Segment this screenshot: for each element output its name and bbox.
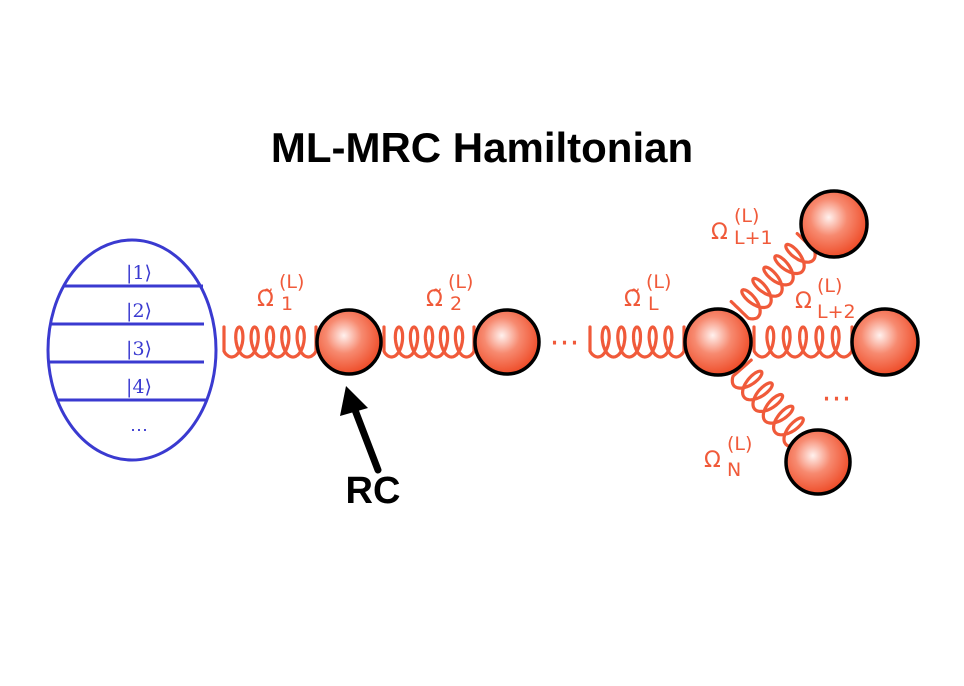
spring-modeL	[588, 325, 686, 359]
coupling-symbol: Ω	[795, 289, 812, 314]
rc-arrow	[340, 386, 382, 474]
rc-ball	[315, 308, 383, 376]
coupling-label-L-plus-1: Ω (L) L+1	[711, 205, 773, 249]
coupling-label-N: Ω (L) N	[704, 433, 752, 481]
coupling-superscript: (L)	[817, 275, 842, 297]
mode-ball-L-plus-1	[799, 189, 869, 259]
spring-branch-middle	[752, 325, 854, 359]
coupling-symbol: Ω̃	[257, 287, 274, 312]
coupling-subscript: L+1	[734, 227, 773, 249]
coupling-symbol: Ω	[711, 220, 728, 245]
spring-rc-mode2	[382, 325, 476, 359]
coupling-label-2: Ω̃ (L) 2	[426, 271, 473, 315]
mode-ball-2	[473, 308, 541, 376]
coupling-superscript: (L)	[646, 271, 671, 293]
level-label-1: |1⟩	[126, 262, 152, 284]
rc-label: RC	[346, 470, 401, 512]
coupling-label-1: Ω̃ (L) 1	[257, 271, 304, 315]
coupling-subscript: L+2	[817, 301, 856, 323]
level-label-2: |2⟩	[126, 300, 152, 322]
mode-ball-L-plus-2	[850, 307, 920, 377]
spring-branch-upper	[729, 232, 817, 321]
spring-system-rc	[222, 325, 318, 359]
coupling-superscript: (L)	[734, 205, 759, 227]
bath-modes	[315, 189, 920, 496]
coupling-symbol: Ω̃	[624, 287, 641, 312]
spring-branch-lower	[730, 358, 815, 448]
coupling-superscript: (L)	[279, 271, 304, 293]
coupling-symbol: Ω̃	[426, 287, 443, 312]
chain-ellipsis: ⋯	[550, 325, 583, 360]
coupling-symbol: Ω	[704, 448, 721, 473]
coupling-subscript: 2	[450, 293, 462, 315]
coupling-subscript: N	[727, 459, 741, 481]
level-label-more: ⋯	[130, 420, 148, 441]
springs	[222, 232, 854, 448]
coupling-superscript: (L)	[448, 271, 473, 293]
mode-ball-N	[784, 428, 852, 496]
system-ellipse: |1⟩ |2⟩ |3⟩ |4⟩ ⋯	[46, 238, 218, 462]
coupling-label-L-plus-2: Ω (L) L+2	[795, 275, 856, 323]
coupling-subscript: 1	[281, 293, 293, 315]
coupling-superscript: (L)	[727, 433, 752, 455]
level-label-4: |4⟩	[126, 376, 152, 398]
mode-ball-L	[683, 307, 753, 377]
branch-ellipsis: ⋯	[822, 381, 855, 416]
level-label-3: |3⟩	[126, 338, 152, 360]
coupling-label-L: Ω̃ (L) L	[624, 271, 671, 315]
coupling-subscript: L	[648, 293, 659, 315]
diagram-title: ML-MRC Hamiltonian	[271, 124, 693, 171]
